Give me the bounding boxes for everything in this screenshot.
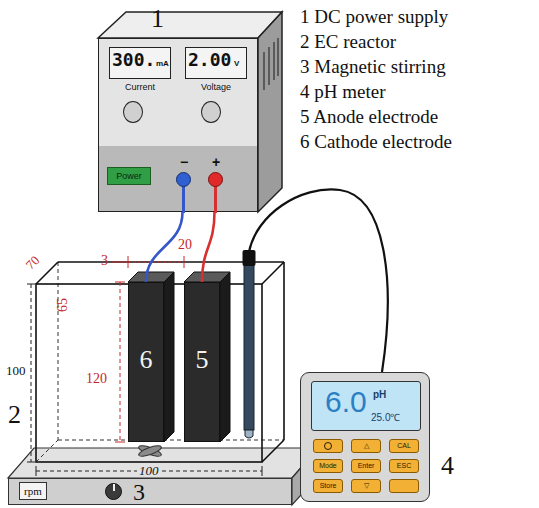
blank-button bbox=[389, 479, 419, 493]
probe-cable bbox=[249, 189, 388, 372]
adjust-knob bbox=[123, 101, 143, 123]
adjust-knob bbox=[201, 101, 221, 123]
dimension: 120 bbox=[86, 372, 107, 386]
polarity-sign: + bbox=[210, 155, 222, 169]
anode-electrode: 5 bbox=[184, 282, 220, 442]
meter-button: △ bbox=[351, 439, 381, 453]
temperature-reading: 25.0℃ bbox=[371, 413, 400, 423]
unit-label: mA bbox=[156, 60, 169, 68]
ph-meter: 46.0pH25.0℃△CALModeEnterESCStore▽ bbox=[300, 372, 430, 502]
cathode-electrode: 6 bbox=[128, 282, 164, 442]
positive-wire bbox=[202, 212, 215, 282]
negative-terminal bbox=[176, 172, 191, 187]
supply-top-face bbox=[98, 12, 282, 38]
meter-button: Mode bbox=[313, 459, 343, 473]
meter-button: ▽ bbox=[351, 479, 381, 493]
legend-line: 2 EC reactor bbox=[300, 31, 396, 53]
current-reading: 300. bbox=[112, 51, 155, 69]
dimension: 3 bbox=[101, 254, 108, 268]
ph-reading: 6.0 bbox=[325, 387, 367, 417]
legend-line: 4 pH meter bbox=[300, 81, 385, 103]
meter-button: ESC bbox=[389, 459, 419, 473]
display-caption: Voltage bbox=[185, 82, 247, 92]
meter-button: CAL bbox=[389, 439, 419, 453]
power-icon bbox=[324, 442, 332, 450]
legend-line: 3 Magnetic stirring bbox=[300, 56, 446, 78]
legend-line: 5 Anode electrode bbox=[300, 106, 438, 128]
unit-label: pH bbox=[373, 390, 386, 400]
cathode-side-face bbox=[164, 272, 174, 442]
unit-label: V bbox=[234, 60, 239, 68]
callout-number: 1 bbox=[151, 6, 164, 32]
voltage-reading: 2.00 bbox=[188, 51, 231, 69]
callout-number: 3 bbox=[133, 480, 145, 504]
polarity-sign: − bbox=[178, 155, 190, 169]
meter-button: Store bbox=[313, 479, 343, 493]
probe-cap bbox=[243, 250, 256, 266]
callout-number: 2 bbox=[8, 402, 21, 428]
stir-bar bbox=[138, 444, 163, 459]
legend-line: 1 DC power supply bbox=[300, 6, 448, 28]
knob-mark bbox=[113, 484, 115, 491]
callout-number: 5 bbox=[185, 347, 219, 373]
reactor-edges bbox=[36, 262, 284, 462]
callout-number: 6 bbox=[129, 347, 163, 373]
dimension: 20 bbox=[177, 238, 193, 252]
rpm-label: rpm bbox=[19, 482, 47, 500]
ph-probe bbox=[244, 262, 254, 430]
meter-button: Enter bbox=[351, 459, 381, 473]
probe-tip bbox=[245, 430, 253, 438]
supply-side-face bbox=[258, 12, 282, 212]
dimension: 65 bbox=[56, 298, 70, 312]
dimension-lines bbox=[112, 256, 184, 442]
legend-line: 6 Cathode electrode bbox=[300, 131, 452, 153]
dimension: 70 bbox=[23, 253, 41, 271]
anode-side-face bbox=[220, 272, 230, 442]
positive-terminal bbox=[208, 172, 223, 187]
stirrer-base: 3 rpm bbox=[8, 478, 292, 505]
supply-vents bbox=[264, 38, 278, 90]
dc-power-supply: 1300.mACurrent2.00VVoltagePower−+ bbox=[98, 38, 258, 212]
dimension: 100 bbox=[6, 364, 26, 377]
callout-number: 4 bbox=[441, 453, 454, 479]
dimension: 100 bbox=[137, 464, 161, 477]
power-switch: Power bbox=[107, 167, 151, 185]
reactor-hidden-edges bbox=[36, 262, 284, 462]
display-caption: Current bbox=[109, 82, 171, 92]
